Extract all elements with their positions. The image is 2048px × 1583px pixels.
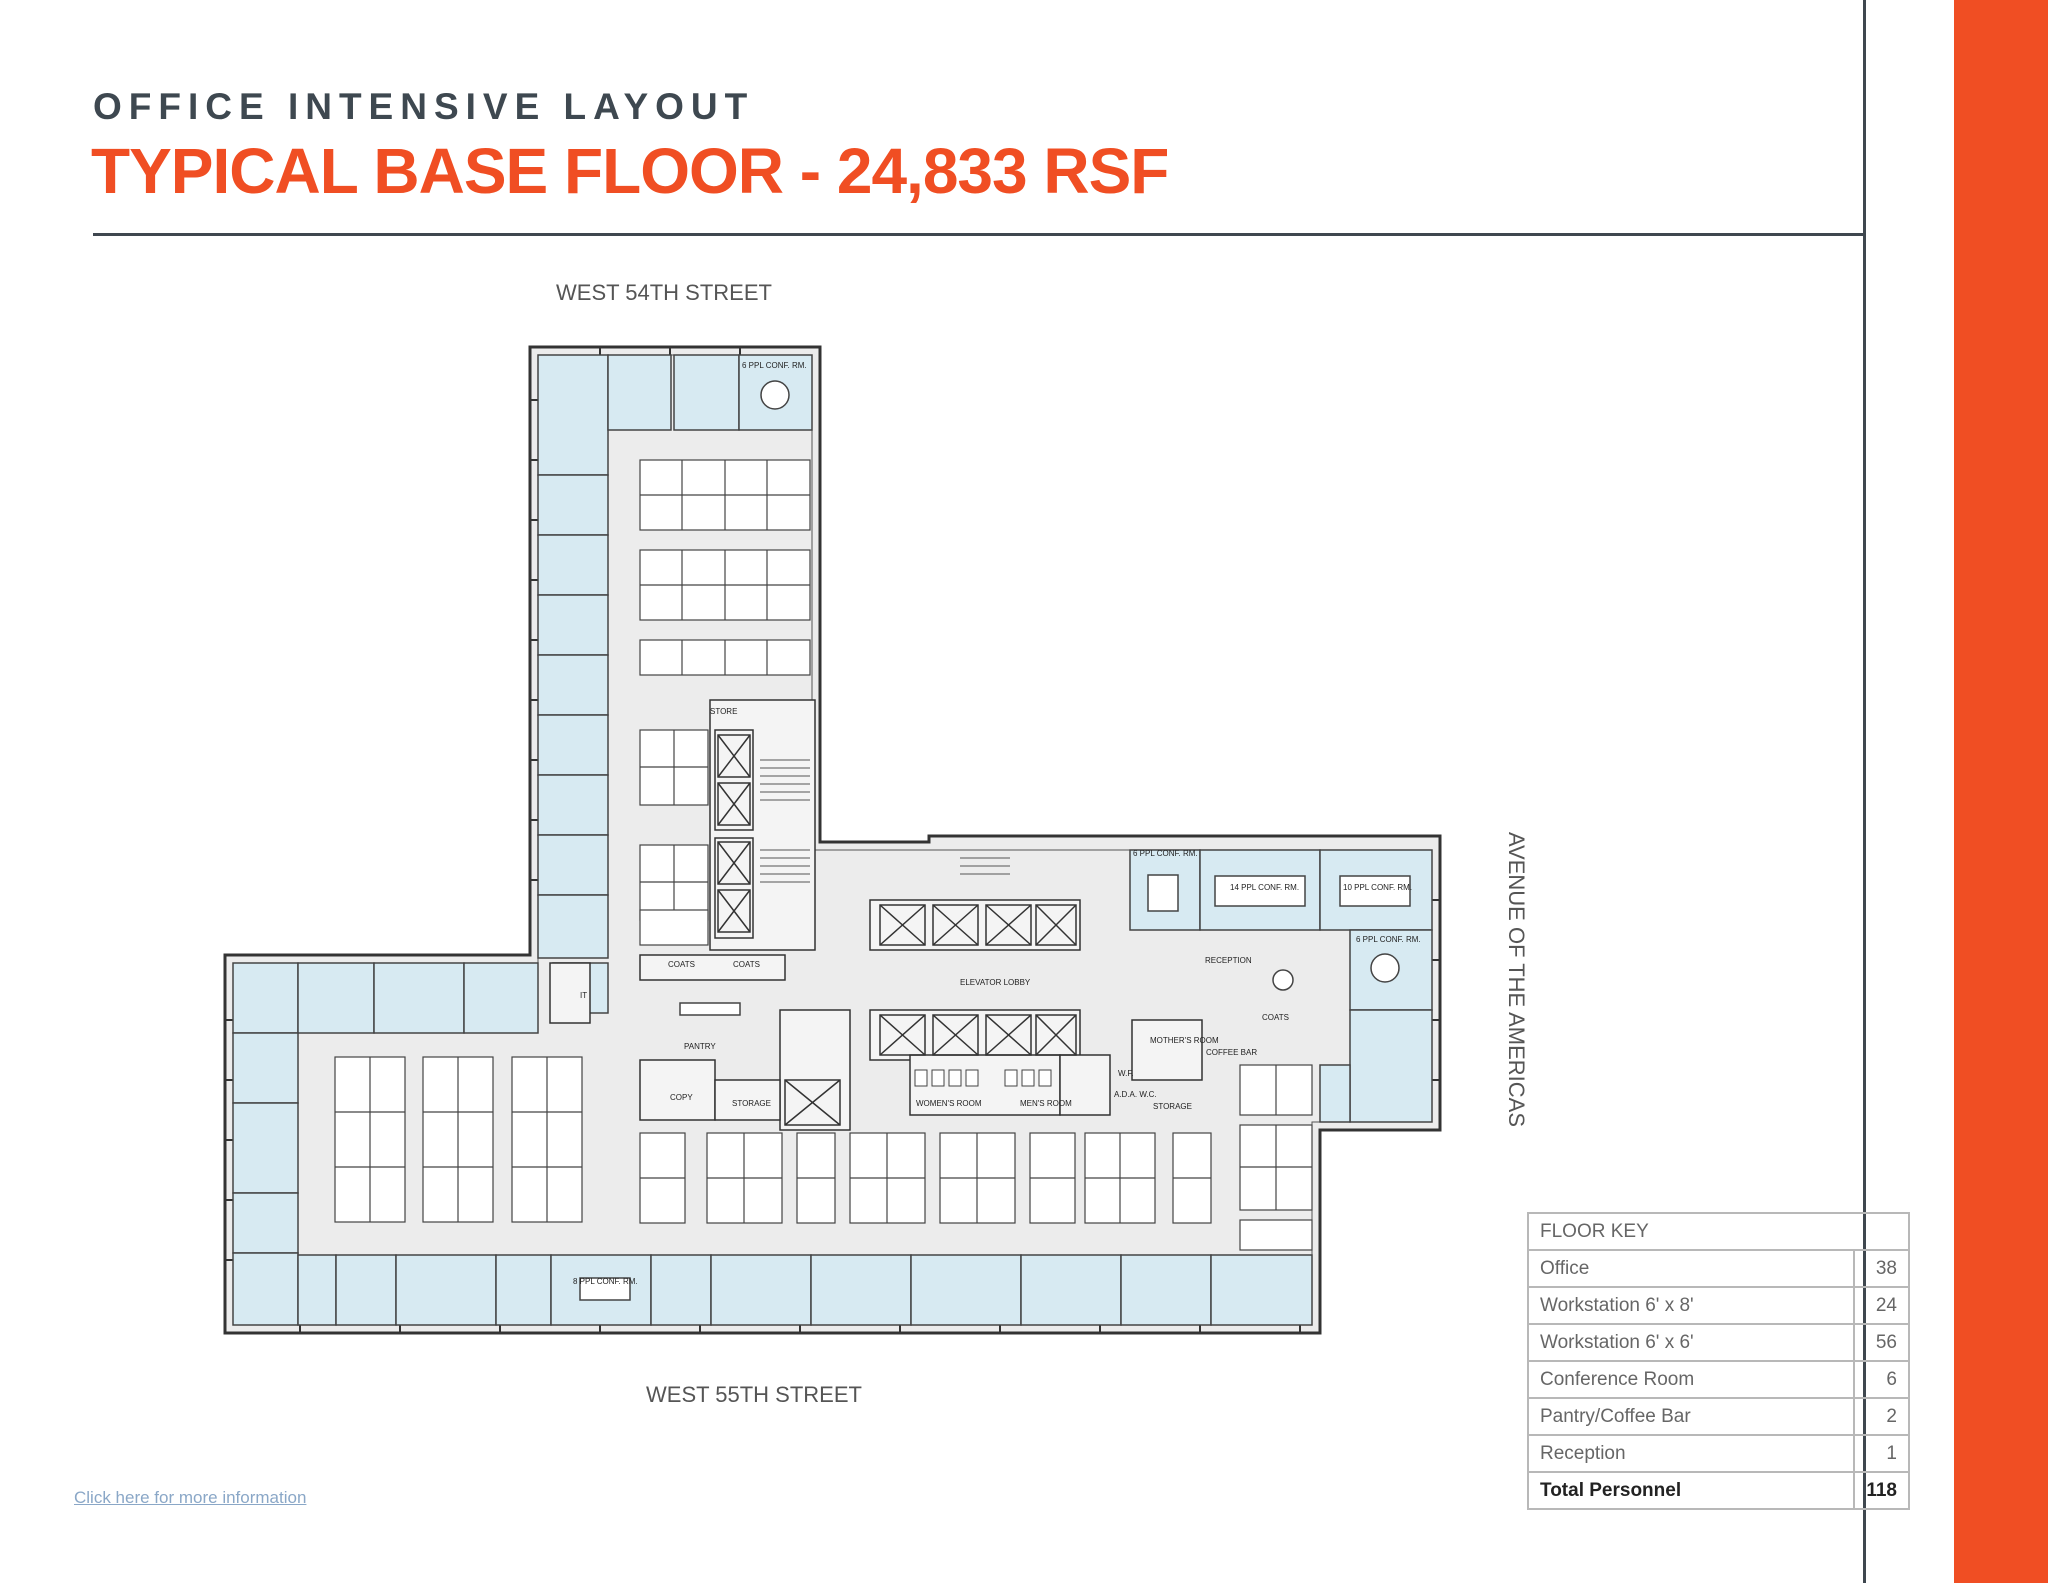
street-label-east: AVENUE OF THE AMERICAS [1504, 832, 1529, 1128]
floor-key-value: 38 [1853, 1249, 1910, 1288]
floor-key-heading: FLOOR KEY [1527, 1212, 1910, 1251]
floor-key-row: Workstation 6' x 8'24 [1526, 1286, 1910, 1325]
label-conf-10: 10 PPL CONF. RM. [1343, 883, 1412, 892]
label-pantry: PANTRY [684, 1042, 716, 1051]
offices-north-wing [537, 354, 813, 959]
elevator-cabs [717, 734, 1077, 1126]
label-wf: W.F. [1118, 1069, 1134, 1078]
offices-south-row [297, 1254, 1313, 1326]
floor-key-label: Workstation 6' x 6' [1526, 1323, 1856, 1362]
offices-east-wing [1129, 849, 1433, 1123]
label-conf-14: 14 PPL CONF. RM. [1230, 883, 1299, 892]
more-info-link[interactable]: Click here for more information [74, 1488, 307, 1507]
label-it: IT [580, 991, 587, 1000]
label-store: STORE [710, 707, 737, 716]
street-label-north: WEST 54TH STREET [556, 280, 772, 305]
stairs [760, 759, 1010, 883]
floor-key-label: Workstation 6' x 8' [1526, 1286, 1856, 1325]
floor-key-row: Workstation 6' x 6'56 [1526, 1323, 1910, 1362]
label-womens-room: WOMEN'S ROOM [916, 1099, 982, 1108]
label-storage-2: STORAGE [1153, 1102, 1192, 1111]
floor-key-value: 24 [1853, 1286, 1910, 1325]
label-conf-6-c: 6 PPL CONF. RM. [1356, 935, 1421, 944]
label-mothers-room: MOTHER'S ROOM [1150, 1036, 1219, 1045]
floor-key-label: Conference Room [1526, 1360, 1856, 1399]
floor-key-value: 2 [1853, 1397, 1910, 1436]
street-label-south: WEST 55TH STREET [646, 1382, 862, 1407]
page-title: TYPICAL BASE FLOOR - 24,833 RSF [91, 135, 1169, 207]
label-coats-1: COATS [668, 960, 695, 969]
label-conf-6-a: 6 PPL CONF. RM. [742, 361, 807, 370]
page-subtitle: OFFICE INTENSIVE LAYOUT [93, 86, 755, 127]
floor-key-label: Pantry/Coffee Bar [1526, 1397, 1856, 1436]
floor-key-value: 6 [1853, 1360, 1910, 1399]
workstation-clusters [334, 459, 1313, 1251]
conference-tables [579, 380, 1411, 1301]
building-core [549, 699, 1203, 1131]
accent-side-bar [1954, 0, 2048, 1583]
window-mullions [225, 347, 1440, 1333]
header-divider [93, 233, 1866, 236]
floor-key-label: Office [1526, 1249, 1856, 1288]
vertical-divider [1863, 0, 1866, 1583]
floor-key-label: Reception [1526, 1434, 1856, 1473]
label-ada-wc: A.D.A. W.C. [1114, 1090, 1157, 1099]
floor-key-value: 1 [1853, 1434, 1910, 1473]
label-elevator-lobby: ELEVATOR LOBBY [960, 978, 1031, 987]
floor-key-total-label: Total Personnel [1526, 1471, 1856, 1510]
label-storage-1: STORAGE [732, 1099, 771, 1108]
label-reception: RECEPTION [1205, 956, 1252, 965]
wc-fixtures [914, 1069, 1052, 1087]
label-conf-8: 8 PPL CONF. RM. [573, 1277, 638, 1286]
label-copy: COPY [670, 1093, 693, 1102]
label-coats-3: COATS [1262, 1013, 1289, 1022]
floor-key-total-value: 118 [1853, 1471, 1910, 1510]
label-coffee-bar: COFFEE BAR [1206, 1048, 1257, 1057]
label-mens-room: MEN'S ROOM [1020, 1099, 1072, 1108]
label-conf-6-b: 6 PPL CONF. RM. [1133, 849, 1198, 858]
floor-key-value: 56 [1853, 1323, 1910, 1362]
label-coats-2: COATS [733, 960, 760, 969]
